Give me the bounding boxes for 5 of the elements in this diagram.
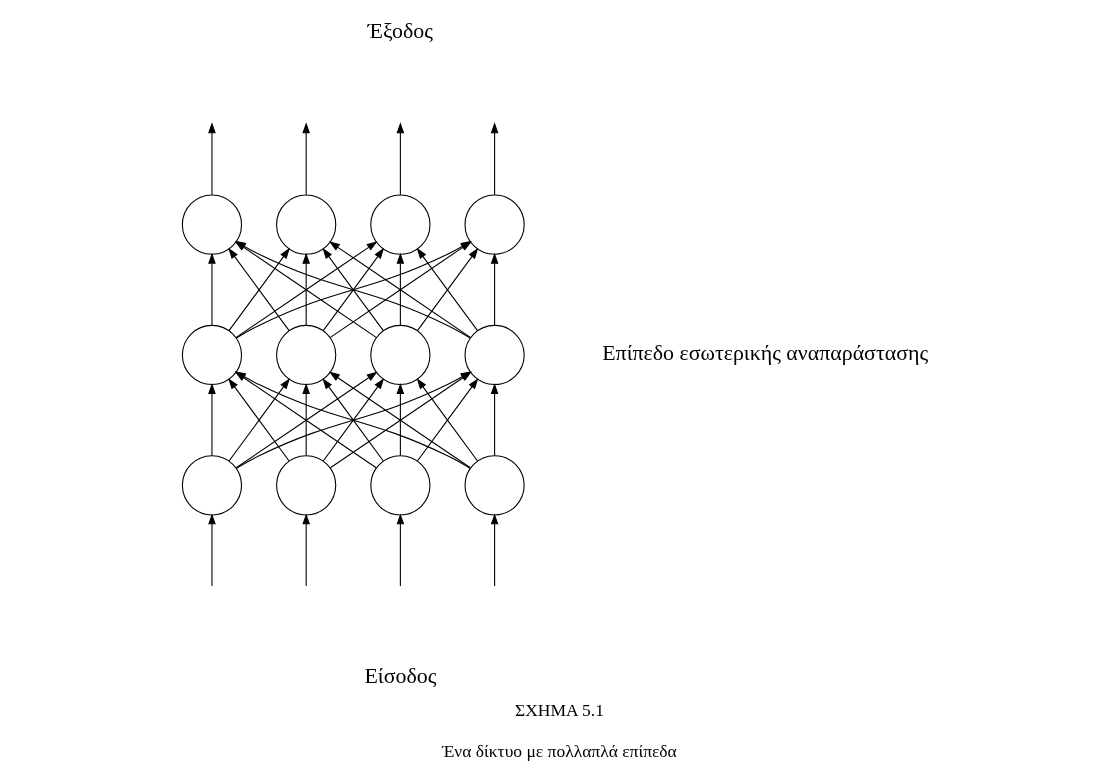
label: Επίπεδο εσωτερικής αναπαράστασης: [602, 340, 929, 366]
diagram-title: ΣΧΗΜΑ 5.1: [514, 699, 605, 720]
label: Είσοδος: [364, 663, 437, 689]
label: Έξοδος: [367, 17, 433, 43]
caption: Ένα δίκτυο με πολλαπλά επίπεδα: [442, 740, 677, 761]
